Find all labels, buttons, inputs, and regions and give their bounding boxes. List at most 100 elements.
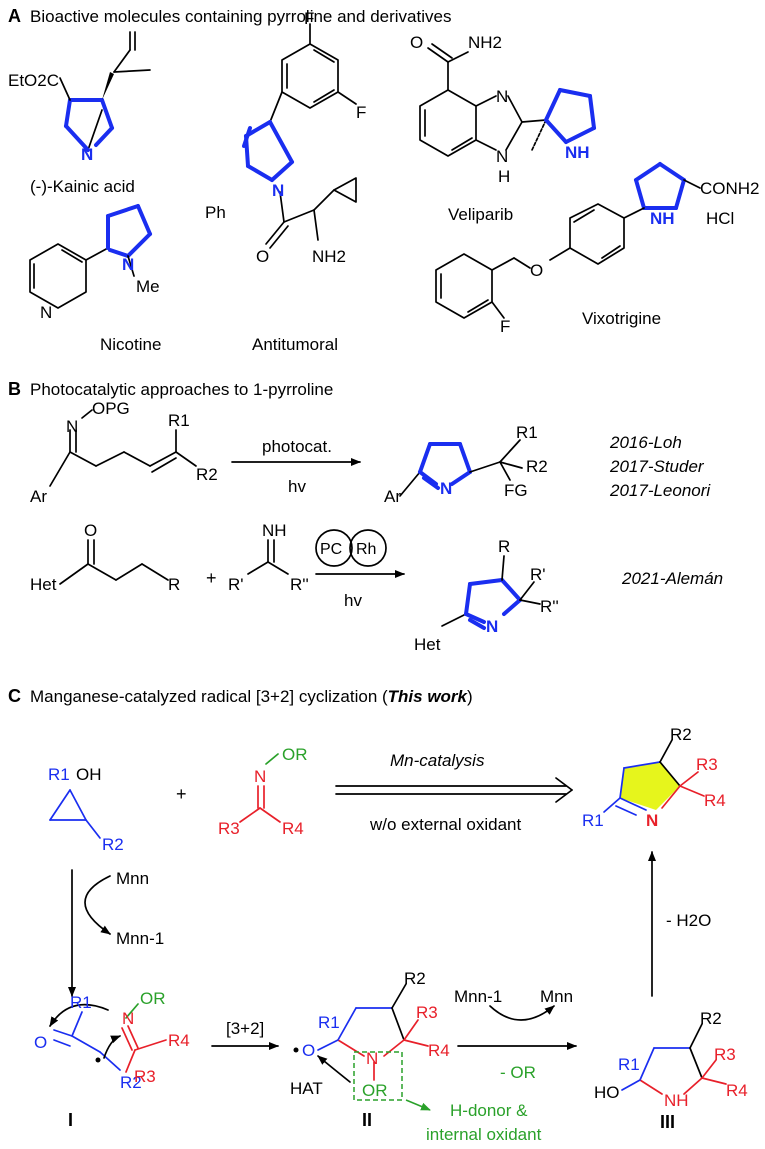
veliparib-nh: N xyxy=(496,147,508,166)
i-label: I xyxy=(68,1110,73,1130)
intermediate-ii: R1 O N OR R2 R3 R4 HAT II xyxy=(290,969,450,1130)
ref-2: 2017-Studer xyxy=(609,457,705,476)
ii-r3: R3 xyxy=(416,1003,438,1022)
nicotine-pyridine-n: N xyxy=(40,303,52,322)
vixotrigine-f: F xyxy=(500,317,510,336)
ketone-o: O xyxy=(84,521,97,540)
ref-4: 2021-Alemán xyxy=(621,569,723,588)
section-b-title: Photocatalytic approaches to 1-pyrroline xyxy=(30,380,333,399)
antitumoral-n: N xyxy=(272,181,284,200)
ketone-r: R xyxy=(168,575,180,594)
ketone-het: Het xyxy=(30,575,57,594)
antitumoral-nh2: NH2 xyxy=(312,247,346,266)
reagent-r1: R1 xyxy=(168,411,190,430)
nicotine-me: Me xyxy=(136,277,160,296)
vixotrigine-conh2: CONH2 xyxy=(700,179,760,198)
pyrroline-product: R1 N R2 R3 R4 xyxy=(582,725,726,830)
product-n: N xyxy=(646,811,658,830)
iii-r3: R3 xyxy=(714,1045,736,1064)
kainic-ester-label: EtO2C xyxy=(8,71,59,90)
nicotine-name: Nicotine xyxy=(100,335,161,354)
iii-r2: R2 xyxy=(700,1009,722,1028)
veliparib-nh2: NH2 xyxy=(468,33,502,52)
mn-top-right: Mnn xyxy=(540,987,573,1006)
ref-1: 2016-Loh xyxy=(609,433,682,452)
i-r3: R3 xyxy=(134,1067,156,1086)
ii-r1: R1 xyxy=(318,1013,340,1032)
vixotrigine-hcl: HCl xyxy=(706,209,734,228)
product1-ar: Ar xyxy=(384,487,401,506)
leaving-group: - OR xyxy=(500,1063,536,1082)
product-r4: R4 xyxy=(704,791,726,810)
oxime-r4: R4 xyxy=(282,819,304,838)
antitumoral-structure: F F Ph N O NH2 Antitumoral xyxy=(205,9,366,354)
i-o: O xyxy=(34,1033,47,1052)
intermediate-i: O R1 R2 N OR R3 R4 I xyxy=(34,989,190,1130)
ii-n: N xyxy=(366,1049,378,1068)
mn-in: Mnn xyxy=(116,869,149,888)
reagent-r2: R2 xyxy=(196,465,218,484)
row1-arrow-top: photocat. xyxy=(262,437,332,456)
section-b-letter: B xyxy=(8,379,21,399)
kainic-name: (-)-Kainic acid xyxy=(30,177,135,196)
section-a-title: Bioactive molecules containing pyrroline… xyxy=(30,7,451,26)
cp-r2: R2 xyxy=(102,835,124,854)
section-c-letter: C xyxy=(8,686,21,706)
section-a: A Bioactive molecules containing pyrroli… xyxy=(8,6,760,354)
product2-n: N xyxy=(486,617,498,636)
veliparib-name: Veliparib xyxy=(448,205,513,224)
vixotrigine-name: Vixotrigine xyxy=(582,309,661,328)
row2-product: R R' R'' Het N xyxy=(414,537,559,654)
mn-out: Mnn-1 xyxy=(116,929,164,948)
veliparib-structure: O NH2 N N H NH Veliparib xyxy=(410,33,596,224)
pc-label: PC xyxy=(320,541,342,558)
nicotine-structure: N N Me Nicotine xyxy=(29,204,161,354)
c-plus: + xyxy=(176,784,187,804)
iii-r4: R4 xyxy=(726,1081,748,1100)
oxime-ester-reagent: N OPG Ar R1 R2 xyxy=(30,399,218,506)
iii-r1: R1 xyxy=(618,1055,640,1074)
intermediate-iii: R1 HO NH R2 R3 R4 III xyxy=(594,1009,748,1132)
section-a-letter: A xyxy=(8,6,21,26)
product1-n: N xyxy=(440,479,452,498)
row2-arrow-bottom: hv xyxy=(344,591,362,610)
section-c-title: Manganese-catalyzed radical [3+2] cycliz… xyxy=(30,687,473,706)
product-highlight xyxy=(620,762,680,810)
antitumoral-name: Antitumoral xyxy=(252,335,338,354)
arrow-top-text: Mn-catalysis xyxy=(390,751,485,770)
iii-label: III xyxy=(660,1112,675,1132)
iii-ho: HO xyxy=(594,1083,620,1102)
mn-regeneration xyxy=(457,1005,577,1050)
product2-r: R xyxy=(498,537,510,556)
cp-r1: R1 xyxy=(48,765,70,784)
note-line2: internal oxidant xyxy=(426,1125,542,1144)
i-r1: R1 xyxy=(70,993,92,1012)
ii-or: OR xyxy=(362,1081,388,1100)
oxime-n: N xyxy=(254,767,266,786)
section-c: C Manganese-catalyzed radical [3+2] cycl… xyxy=(8,686,748,1144)
veliparib-h: H xyxy=(498,167,510,186)
oxime-r3: R3 xyxy=(218,819,240,838)
product2-rp: R' xyxy=(530,565,546,584)
section-b: B Photocatalytic approaches to 1-pyrroli… xyxy=(8,379,723,654)
imine-r-dprime: R'' xyxy=(290,575,309,594)
antitumoral-f1: F xyxy=(304,9,314,28)
veliparib-o: O xyxy=(410,33,423,52)
cyclopropanol: R1 OH R2 xyxy=(48,765,124,854)
mn-oxidation-step xyxy=(68,869,111,997)
reagent-ar: Ar xyxy=(30,487,47,506)
i-r4: R4 xyxy=(168,1031,190,1050)
ii-o: O xyxy=(302,1041,315,1060)
oxime-substrate: N OR R3 R4 xyxy=(218,745,308,838)
iii-nh: NH xyxy=(664,1091,689,1110)
note-line1: H-donor & xyxy=(450,1101,528,1120)
product-r1: R1 xyxy=(582,811,604,830)
vixotrigine-structure: CONH2 HCl NH O F Vixotrigine xyxy=(435,162,760,336)
product1-fg: FG xyxy=(504,481,528,500)
i-n: N xyxy=(122,1009,134,1028)
row2-plus: + xyxy=(206,568,217,588)
product2-het: Het xyxy=(414,635,441,654)
i-or: OR xyxy=(140,989,166,1008)
veliparib-pyr-nh: NH xyxy=(565,143,590,162)
rh-label: Rh xyxy=(356,541,376,558)
